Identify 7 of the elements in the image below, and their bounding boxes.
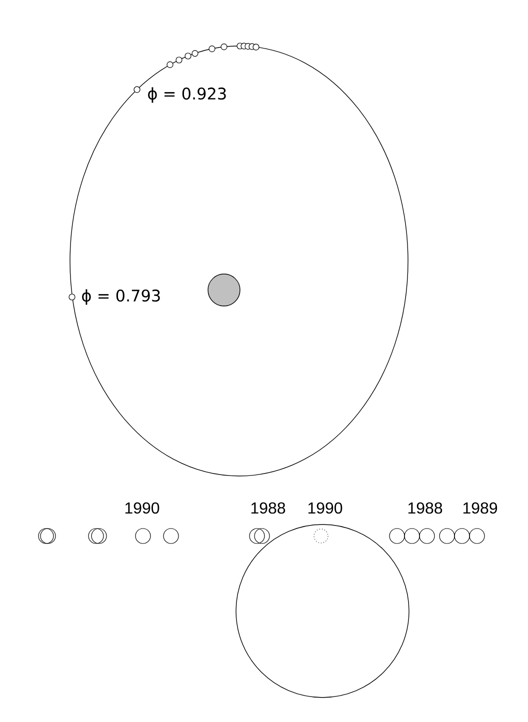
year-label: 1988 — [408, 502, 442, 514]
phase-label: ϕ = 0.793 — [82, 289, 160, 305]
year-label: 1988 — [251, 502, 286, 514]
year-label: 1990 — [125, 502, 160, 514]
year-label: 1990 — [308, 502, 342, 514]
phase-label: ϕ = 0.923 — [148, 87, 226, 103]
year-label: 1989 — [463, 502, 498, 514]
